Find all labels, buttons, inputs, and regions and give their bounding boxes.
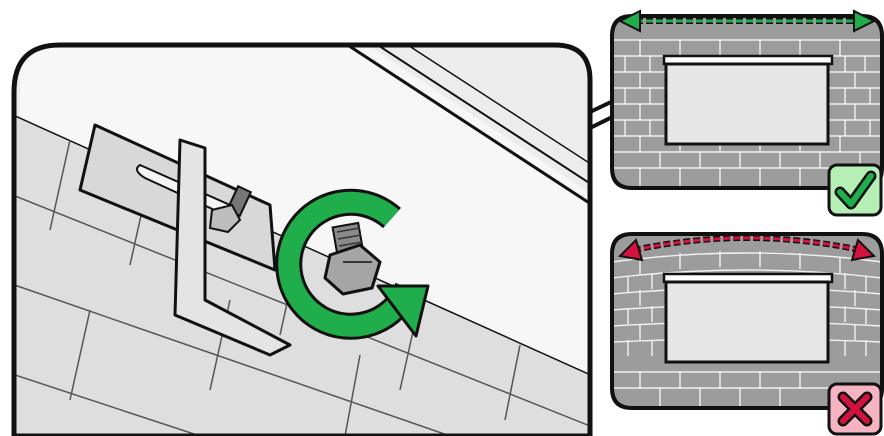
- window-opening-bottom: [666, 282, 828, 362]
- cross-icon: [829, 384, 881, 434]
- bowed-lintel-incorrect-panel: [610, 232, 884, 434]
- level-lintel-correct-panel: [610, 11, 884, 215]
- main-closeup-panel: [0, 0, 600, 436]
- checkmark-icon: [829, 165, 881, 215]
- window-opening-top: [666, 64, 828, 144]
